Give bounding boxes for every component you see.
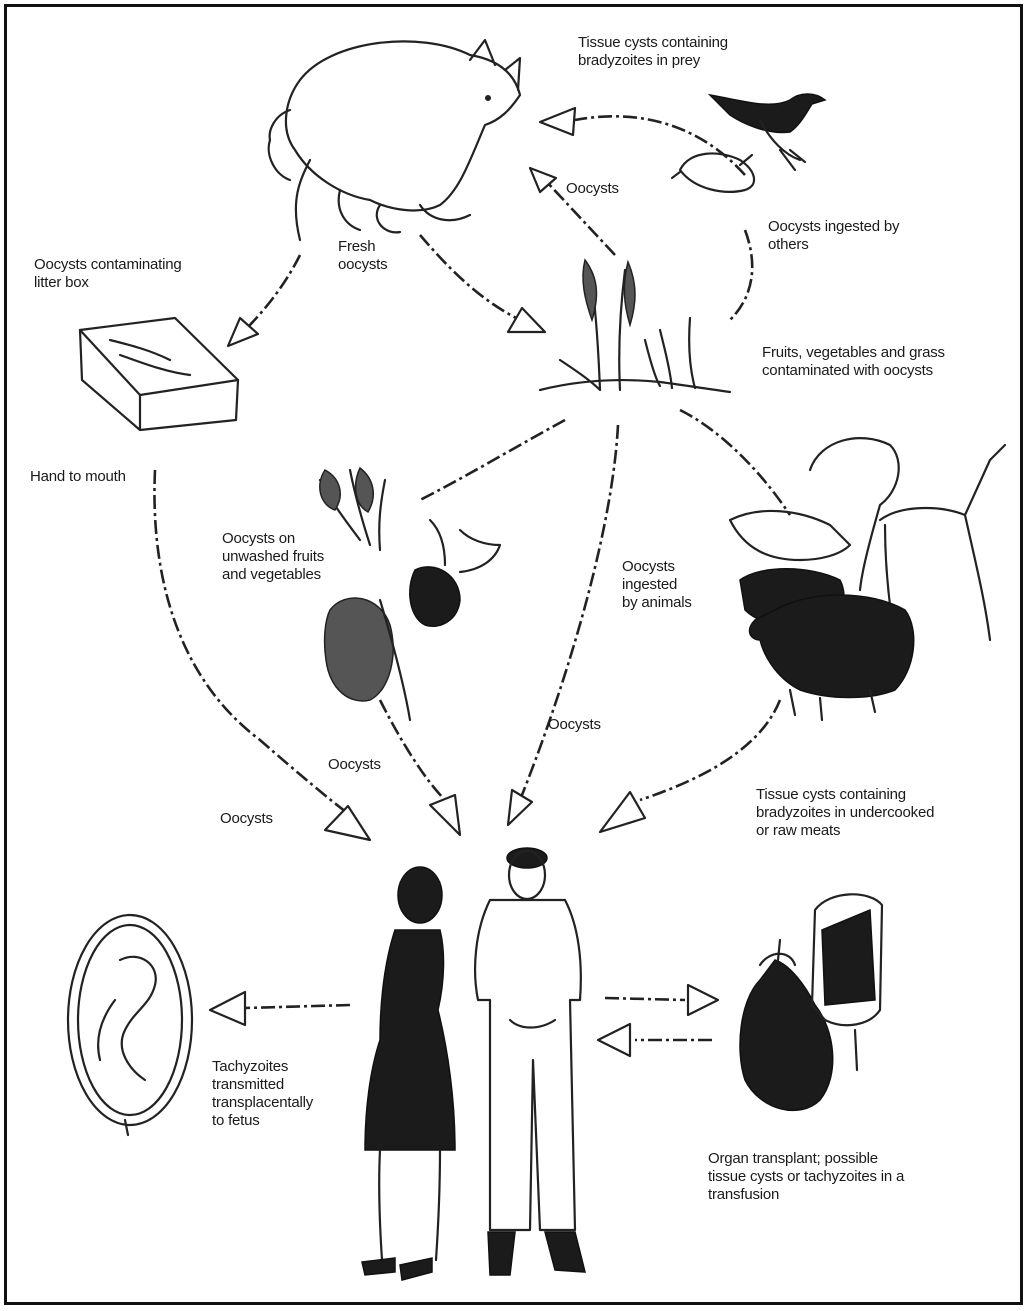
label-litter-box: Oocysts contaminating litter box [34, 256, 182, 292]
fetus-illustration [68, 915, 192, 1135]
label-oocysts-unwashed: Oocysts on unwashed fruits and vegetable… [222, 530, 324, 584]
litter-box-illustration [80, 318, 238, 430]
label-tissue-cysts-meat: Tissue cysts containing bradyzoites in u… [756, 786, 934, 840]
label-oocysts-center: Oocysts [548, 716, 601, 734]
label-organ-transplant: Organ transplant; possible tissue cysts … [708, 1150, 904, 1204]
plants-grass-illustration [540, 260, 730, 392]
label-fruits-vegetables-grass: Fruits, vegetables and grass contaminate… [762, 344, 945, 380]
farm-animals-illustration [730, 438, 1005, 720]
label-oocysts-top: Oocysts [566, 180, 619, 198]
label-oocysts-mid-left: Oocysts [328, 756, 381, 774]
man-illustration [475, 848, 585, 1275]
label-oocysts-left: Oocysts [220, 810, 273, 828]
cat-illustration [269, 40, 520, 240]
label-oocysts-ingested-animals: Oocysts ingested by animals [622, 558, 692, 612]
pregnant-woman-illustration [362, 867, 455, 1280]
bird-and-mouse-illustration [672, 94, 825, 192]
label-fresh-oocysts: Fresh oocysts [338, 238, 387, 274]
vegetables-illustration [320, 468, 500, 720]
label-tachyzoites-fetus: Tachyzoites transmitted transplacentally… [212, 1058, 313, 1130]
label-oocysts-ingested: Oocysts ingested by others [768, 218, 899, 254]
organ-and-blood-bag-illustration [740, 894, 882, 1110]
label-tissue-cysts-prey: Tissue cysts containing bradyzoites in p… [578, 34, 728, 70]
label-hand-to-mouth: Hand to mouth [30, 468, 126, 486]
